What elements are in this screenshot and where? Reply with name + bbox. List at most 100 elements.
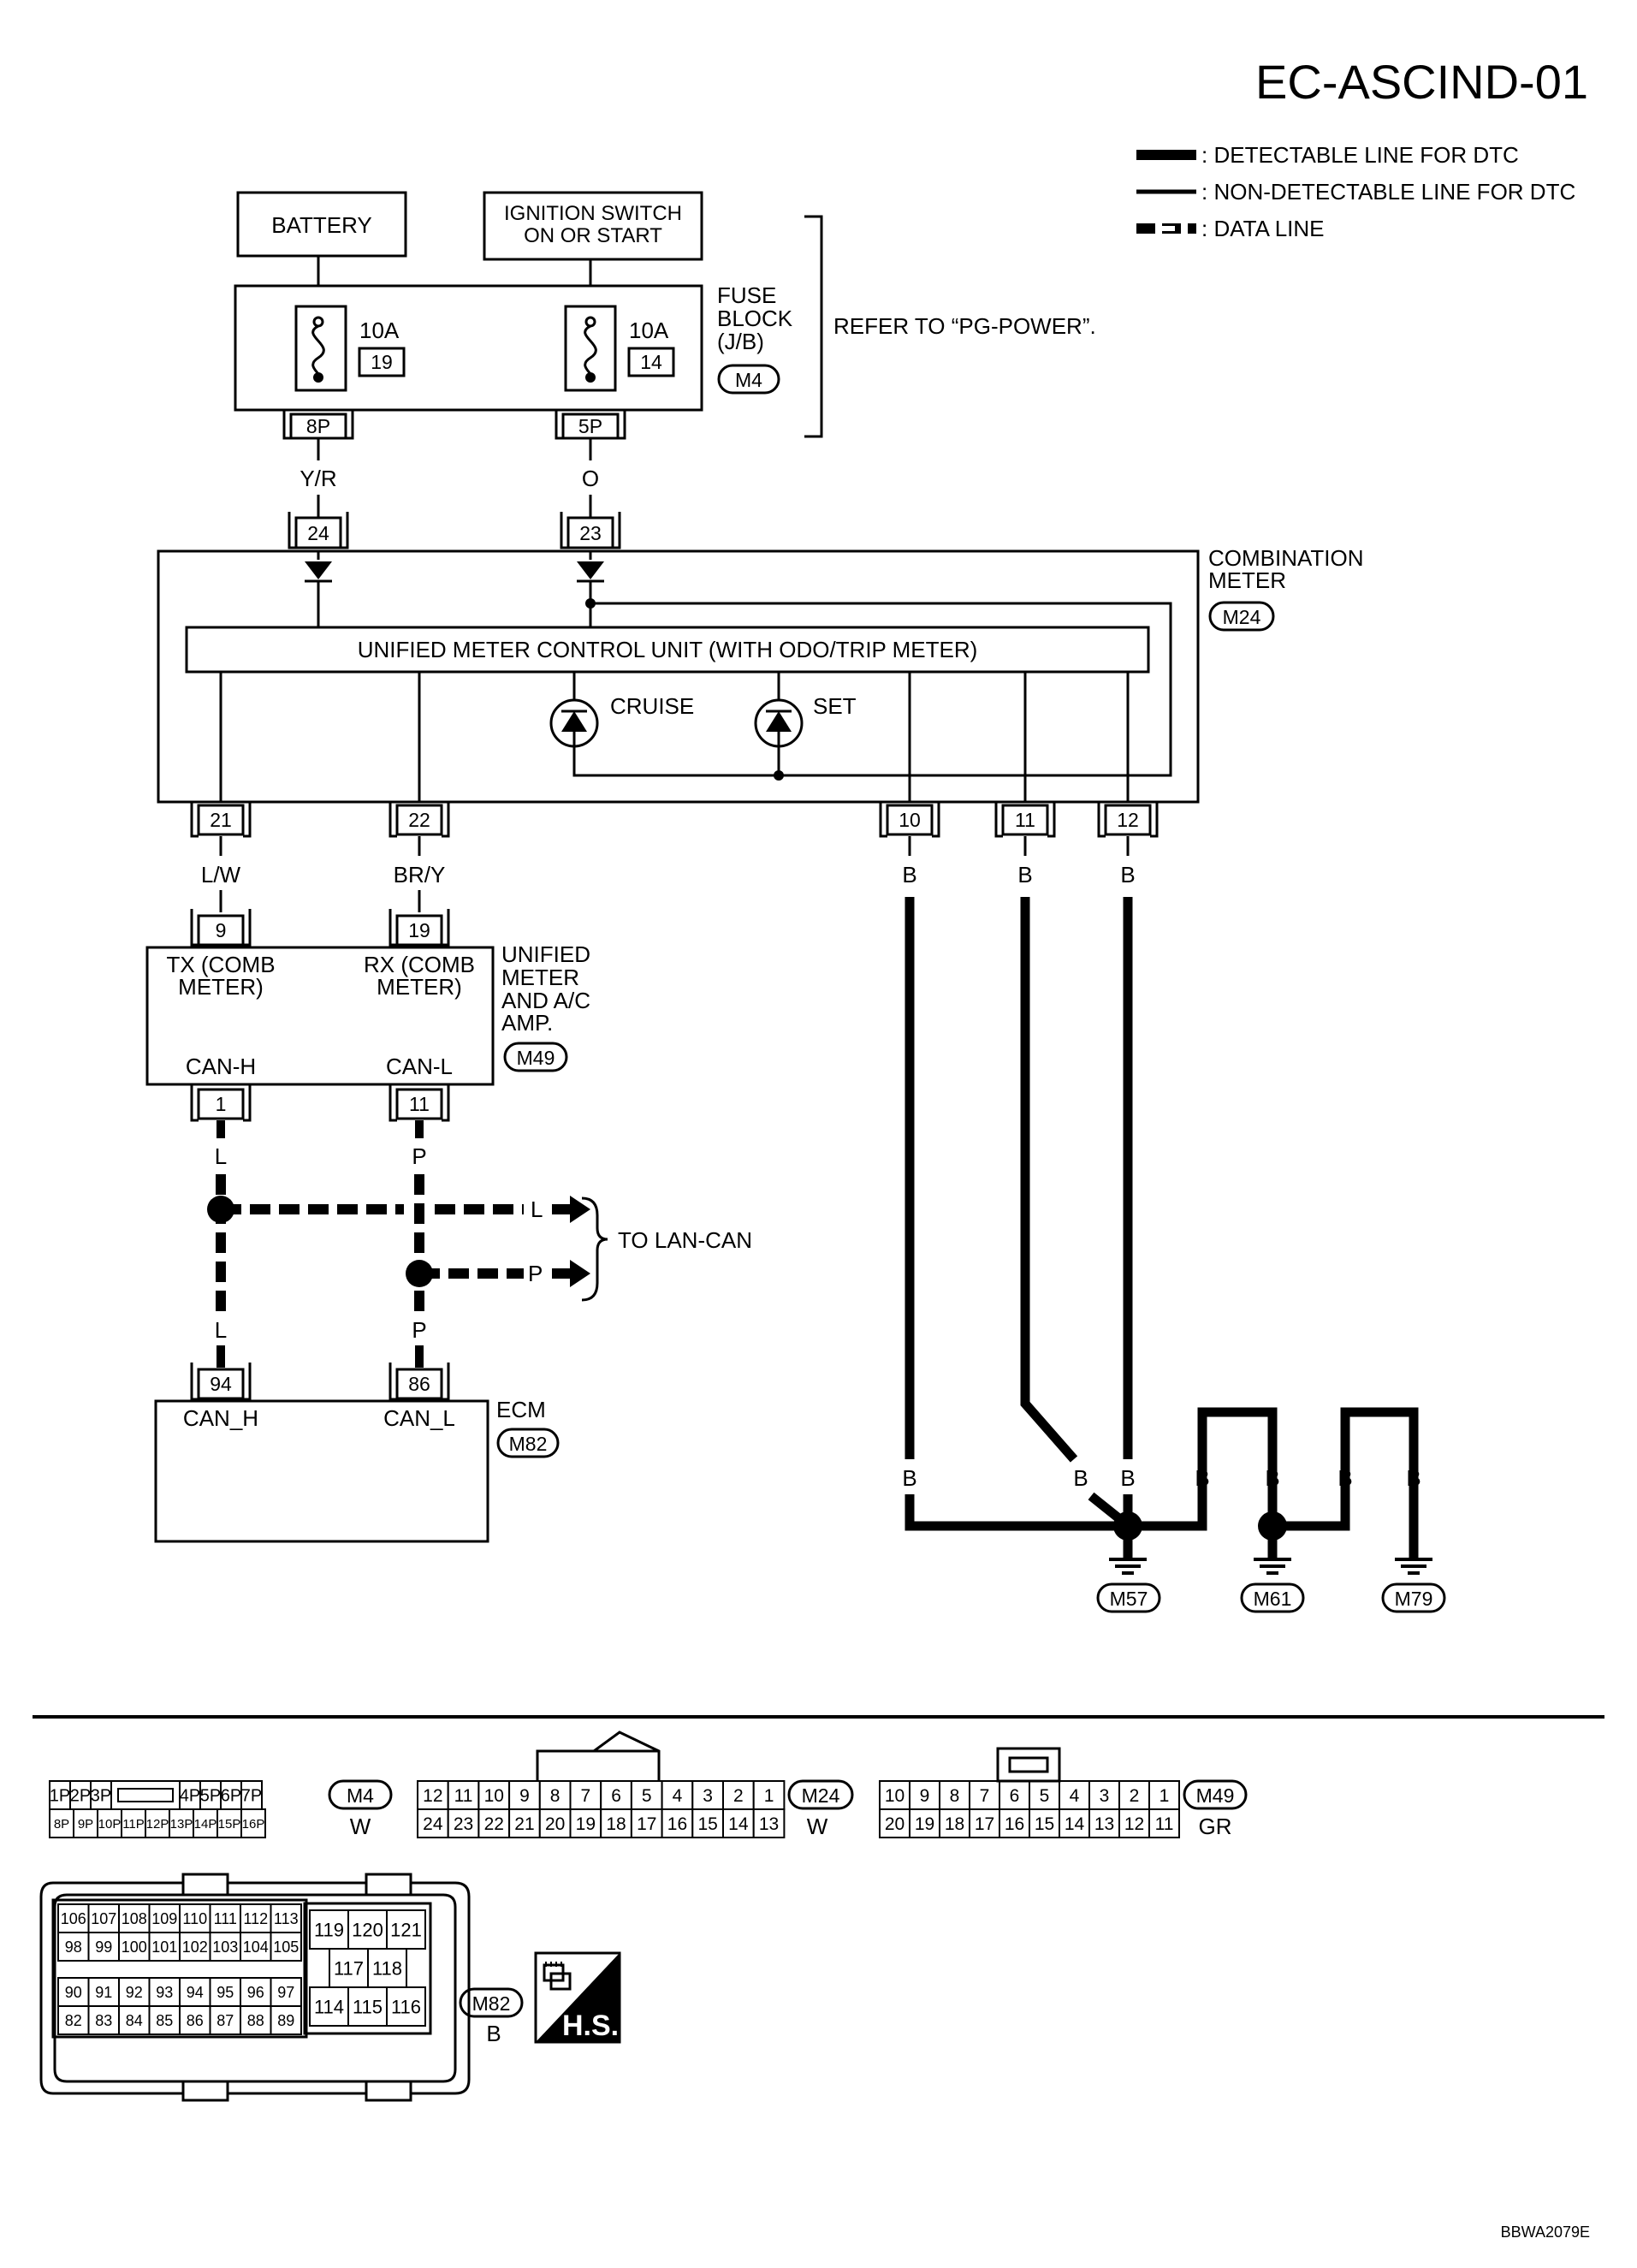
wire-br-y: BR/Y — [394, 862, 446, 888]
pin-cell — [110, 1780, 181, 1810]
svg-text:94: 94 — [210, 1373, 232, 1395]
svg-text:20: 20 — [545, 1814, 565, 1834]
ecm-label: ECM — [496, 1397, 546, 1422]
ecm-connector: M82 — [509, 1433, 548, 1455]
svg-text:95: 95 — [216, 1984, 234, 2001]
wire-l-w: L/W — [201, 862, 241, 888]
pin-cell: 10P — [97, 1808, 122, 1838]
pin-cell: 96 — [240, 1977, 272, 2007]
svg-text:21: 21 — [210, 809, 232, 831]
pin-cell: 93 — [148, 1977, 181, 2007]
pin-cell: 12 — [417, 1780, 449, 1810]
terminal-86: 86 — [388, 1363, 450, 1401]
pin-cell: 98 — [57, 1932, 90, 1962]
pin-cell: 86 — [179, 2005, 211, 2035]
pin-cell: 7P — [240, 1780, 263, 1810]
combination-meter-connector: M24 — [1223, 606, 1261, 628]
wire-p-amp: P — [412, 1143, 426, 1169]
amp-label-4: AMP. — [501, 1010, 553, 1036]
pin-cell: 2 — [722, 1780, 755, 1810]
pin-cell: 5 — [1029, 1780, 1060, 1810]
svg-text:84: 84 — [126, 2012, 143, 2029]
pin-cell: 120 — [347, 1909, 388, 1950]
pin-cell: 6 — [600, 1780, 632, 1810]
svg-text:24: 24 — [423, 1814, 443, 1834]
pin-cell: 1P — [49, 1780, 71, 1810]
pin-cell: 7 — [569, 1780, 602, 1810]
ecm-can-l: CAN_L — [383, 1405, 455, 1431]
svg-text:20: 20 — [885, 1814, 905, 1834]
svg-text:86: 86 — [187, 2012, 204, 2029]
svg-text:113: 113 — [274, 1910, 299, 1927]
pin-cell: 14P — [193, 1808, 218, 1838]
svg-text:13: 13 — [1094, 1814, 1114, 1834]
terminal-1: 1 — [190, 1084, 252, 1122]
svg-text:119: 119 — [314, 1919, 344, 1940]
svg-text:7: 7 — [980, 1786, 990, 1806]
svg-text:2: 2 — [1130, 1786, 1140, 1806]
pin-cell: 7 — [969, 1780, 1000, 1810]
svg-text:9: 9 — [920, 1786, 930, 1806]
svg-text:107: 107 — [91, 1910, 116, 1927]
svg-text:117: 117 — [334, 1957, 364, 1979]
lamp-set: SET — [813, 693, 857, 719]
amp-connector: M49 — [517, 1047, 555, 1069]
pin-cell: 85 — [148, 2005, 181, 2035]
svg-text:23: 23 — [454, 1814, 473, 1834]
ground-m61: M61 — [1254, 1588, 1292, 1610]
svg-text:106: 106 — [61, 1910, 86, 1927]
svg-text:99: 99 — [95, 1938, 112, 1956]
pin-cell: 15P — [216, 1808, 242, 1838]
ground-wire-2: B — [1073, 1465, 1088, 1491]
fuse-block: 10A 19 10A 14 — [234, 284, 703, 412]
svg-text:9P: 9P — [78, 1817, 93, 1832]
svg-text:17: 17 — [975, 1814, 994, 1834]
pin-cell: 99 — [87, 1932, 120, 1962]
svg-text:15: 15 — [1035, 1814, 1054, 1834]
svg-text:8P: 8P — [306, 415, 330, 437]
pin-cell: 87 — [209, 2005, 241, 2035]
svg-text:12P: 12P — [146, 1817, 169, 1832]
svg-text:12: 12 — [1117, 809, 1139, 831]
pin-cell: 8 — [538, 1780, 572, 1810]
pin-cell: 1 — [752, 1780, 786, 1810]
svg-text:102: 102 — [182, 1938, 208, 1956]
svg-text:4: 4 — [1070, 1786, 1080, 1806]
terminal-22: 22 — [388, 802, 450, 838]
pin-cell: 89 — [270, 2005, 302, 2035]
svg-text:112: 112 — [243, 1910, 268, 1927]
svg-text:23: 23 — [579, 522, 602, 544]
svg-text:121: 121 — [390, 1919, 422, 1940]
svg-text:93: 93 — [156, 1984, 173, 2001]
svg-text:6P: 6P — [221, 1787, 241, 1806]
pin-cell: 21 — [508, 1808, 541, 1838]
amp-can-l: CAN-L — [386, 1054, 453, 1079]
svg-text:14: 14 — [728, 1814, 749, 1834]
fuse-14-amps: 10A — [629, 318, 669, 343]
svg-text:21: 21 — [514, 1814, 534, 1834]
svg-text:2: 2 — [733, 1786, 744, 1806]
combination-meter-label-2: METER — [1208, 567, 1286, 593]
ground-wire-1: B — [902, 1465, 916, 1491]
pin-cell: 2 — [1118, 1780, 1150, 1810]
terminal-24: 24 — [288, 512, 349, 549]
fuse-block-label-3: (J/B) — [717, 329, 764, 354]
svg-text:18: 18 — [945, 1814, 964, 1834]
svg-text:10P: 10P — [98, 1817, 122, 1832]
svg-text:83: 83 — [95, 2012, 112, 2029]
terminal-94: 94 — [190, 1363, 252, 1401]
fuse-14-number: 14 — [640, 351, 662, 373]
svg-text:89: 89 — [277, 2012, 294, 2029]
svg-text:3: 3 — [1100, 1786, 1110, 1806]
pin-cell: 17 — [630, 1808, 663, 1838]
pin-cell: 3 — [691, 1780, 724, 1810]
pin-cell: 15 — [1029, 1808, 1060, 1838]
pin-cell: 108 — [118, 1903, 151, 1933]
hs-label: H.S. — [562, 2010, 619, 2042]
svg-text:1P: 1P — [50, 1787, 70, 1806]
pin-cell: 12 — [1118, 1808, 1150, 1838]
svg-text:3: 3 — [703, 1786, 713, 1806]
svg-text:10: 10 — [899, 809, 921, 831]
to-lan-can: TO LAN-CAN — [618, 1227, 752, 1253]
legend-detectable: : DETECTABLE LINE FOR DTC — [1201, 142, 1519, 168]
